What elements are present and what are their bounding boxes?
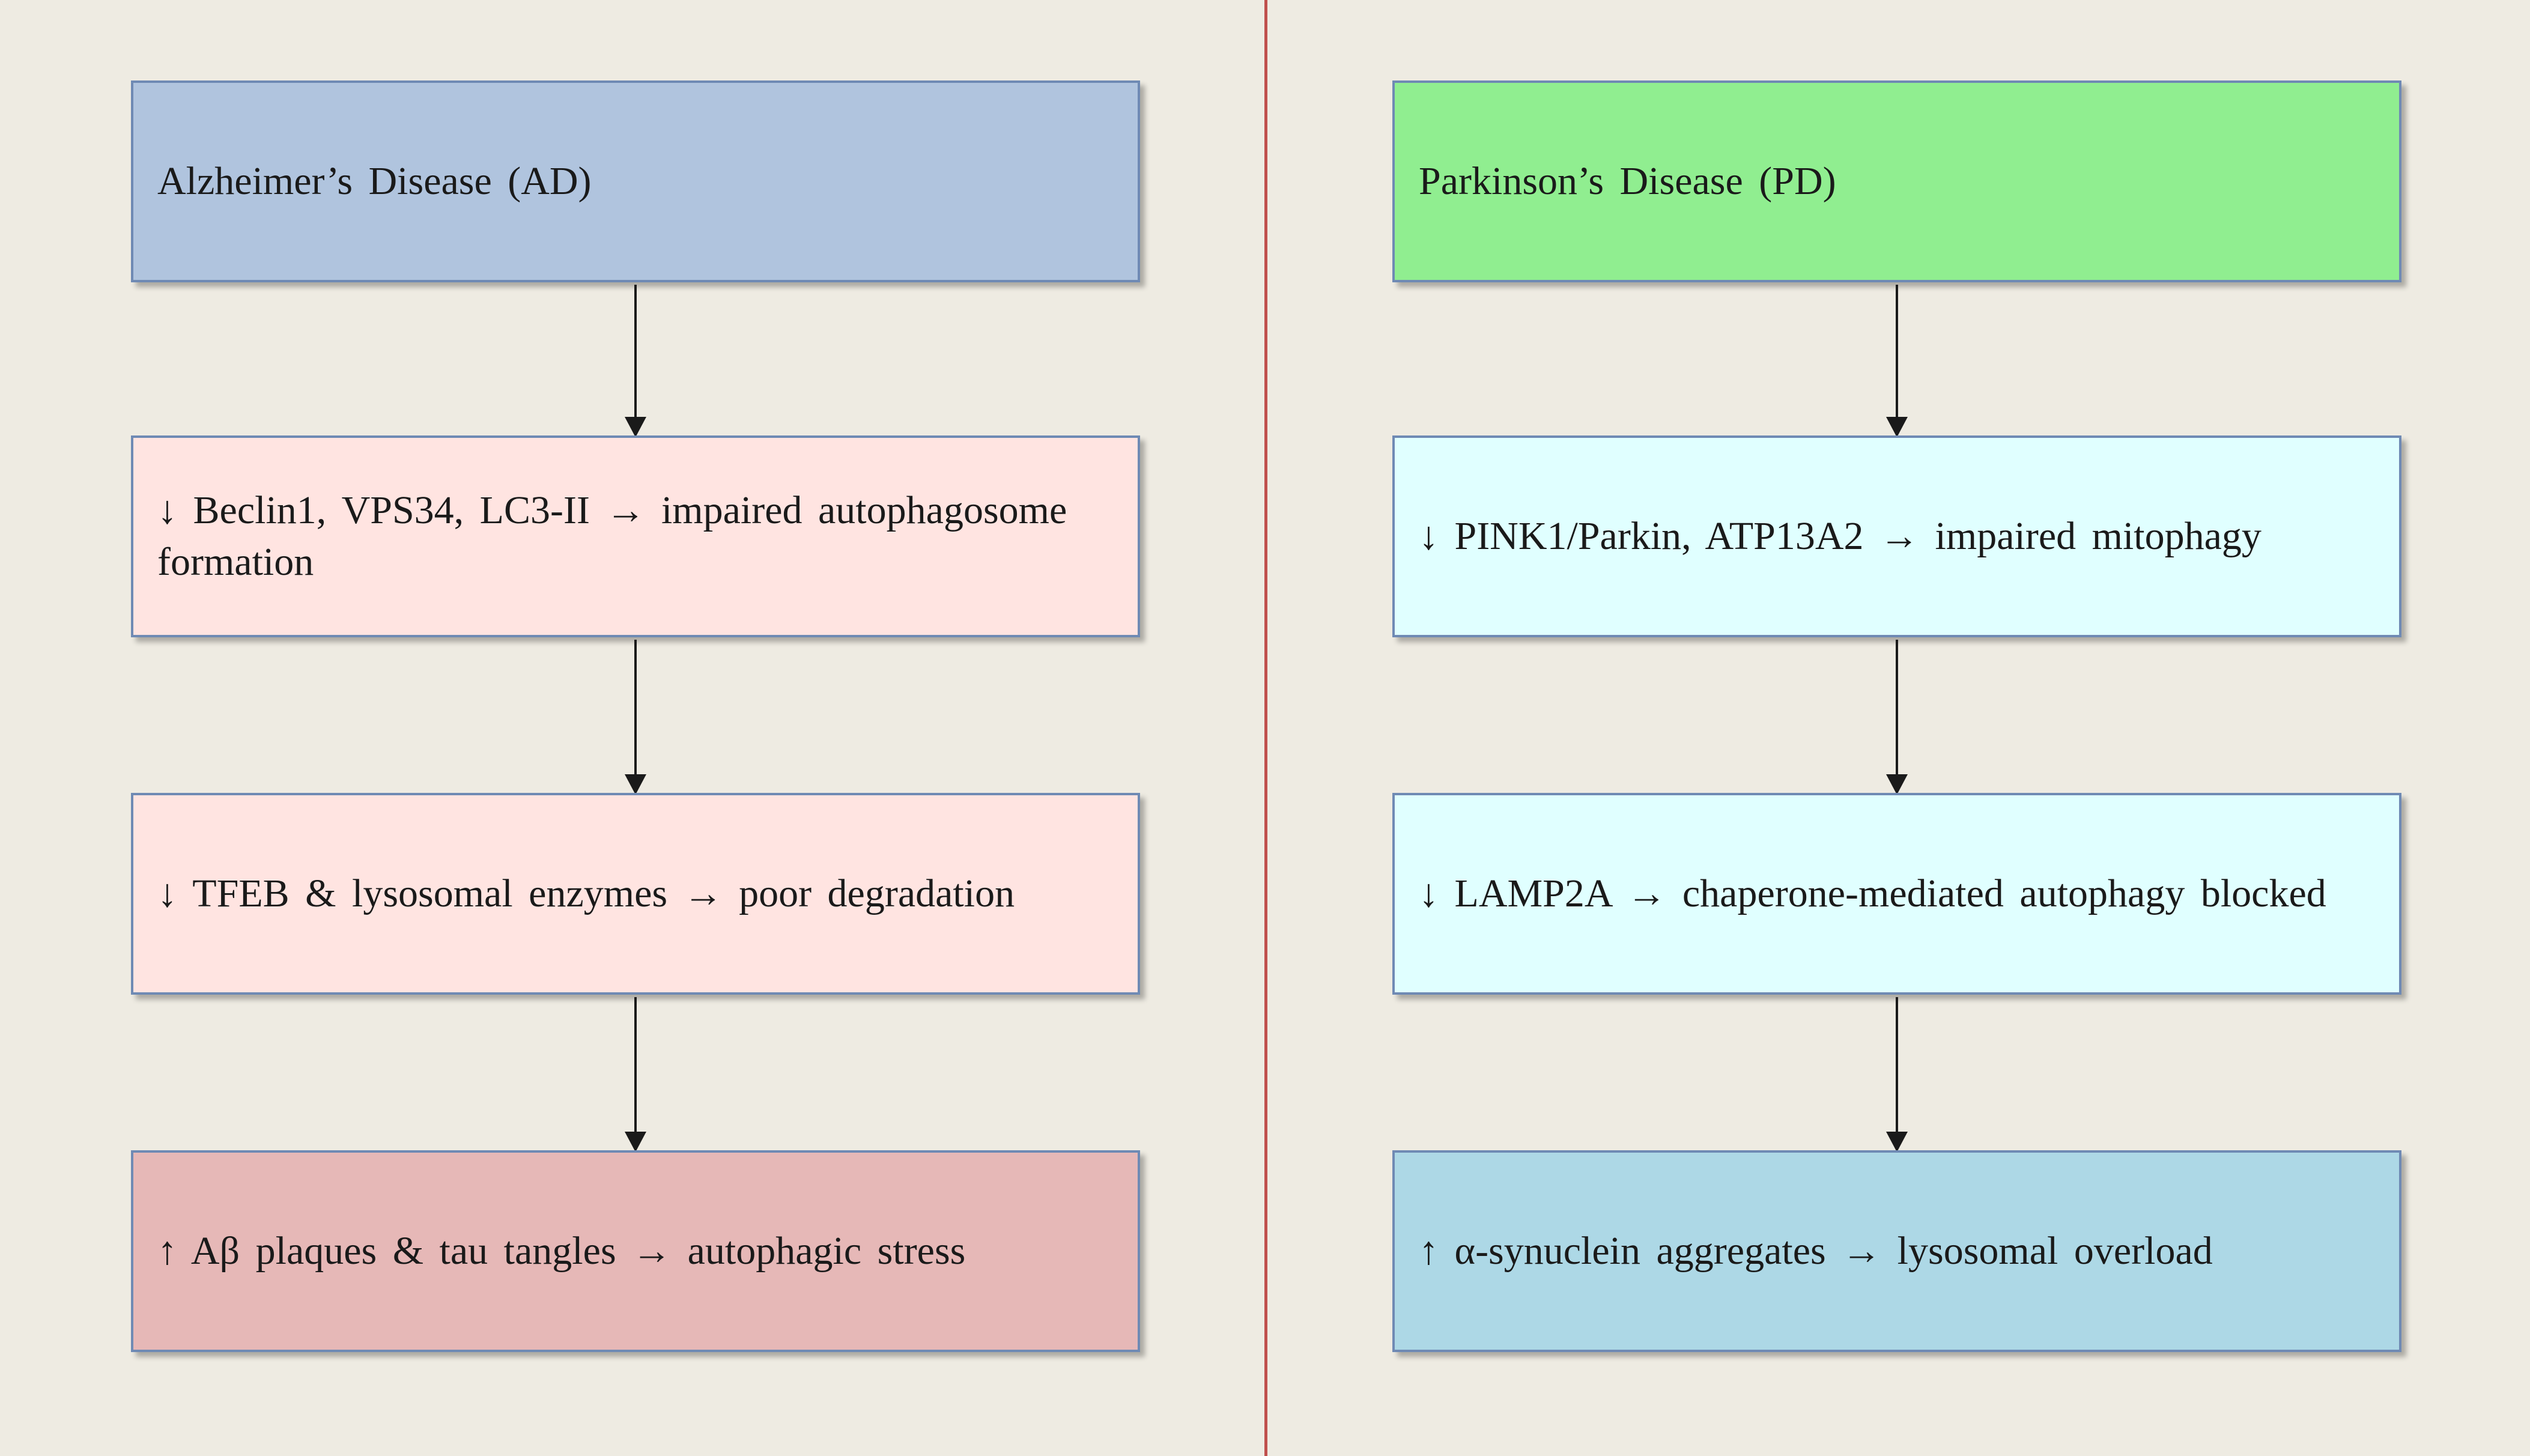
pd-arrow-1 bbox=[1886, 285, 1908, 437]
pd-header-box: Parkinson’s Disease (PD) bbox=[1392, 80, 2401, 282]
ad-arrow-2 bbox=[625, 640, 646, 795]
ad-step-2-box: ↓ TFEB & lysosomal enzymes → poor degrad… bbox=[131, 793, 1140, 995]
ad-step-1-box: ↓ Beclin1, VPS34, LC3-II → impaired auto… bbox=[131, 435, 1140, 637]
ad-arrow-1 bbox=[625, 285, 646, 437]
pd-arrow-3 bbox=[1886, 997, 1908, 1152]
ad-step-3-box: ↑ Aβ plaques & tau tangles → autophagic … bbox=[131, 1150, 1140, 1352]
ad-arrow-3 bbox=[625, 997, 646, 1152]
pd-step-2-box: ↓ LAMP2A → chaperone-mediated autophagy … bbox=[1392, 793, 2401, 995]
pd-step-1-box: ↓ PINK1/Parkin, ATP13A2 → impaired mitop… bbox=[1392, 435, 2401, 637]
ad-header-box: Alzheimer’s Disease (AD) bbox=[131, 80, 1140, 282]
pd-arrow-2 bbox=[1886, 640, 1908, 795]
pd-step-3-box: ↑ α-synuclein aggregates → lysosomal ove… bbox=[1392, 1150, 2401, 1352]
column-divider bbox=[1264, 0, 1267, 1456]
